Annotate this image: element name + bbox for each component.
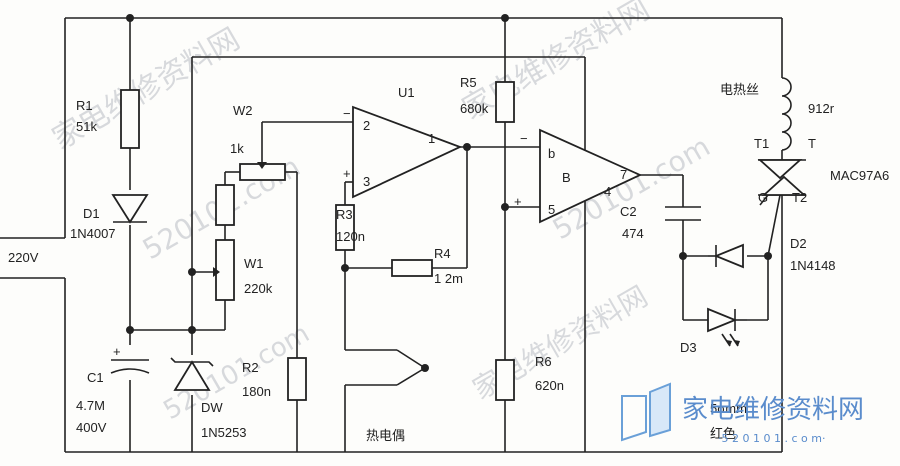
- svg-text:2: 2: [363, 118, 370, 133]
- svg-text:R1: R1: [76, 98, 93, 113]
- svg-text:T1: T1: [754, 136, 769, 151]
- svg-text:474: 474: [622, 226, 644, 241]
- svg-text:7: 7: [620, 167, 627, 182]
- svg-text:4: 4: [604, 184, 611, 199]
- svg-text:R3: R3: [336, 207, 353, 222]
- wires: [0, 17, 783, 453]
- svg-text:−: −: [520, 131, 528, 146]
- capacitor-c1: + C1 4.7M 400V: [76, 344, 150, 435]
- svg-text:T2: T2: [792, 190, 807, 205]
- svg-text:T: T: [808, 136, 816, 151]
- svg-text:680k: 680k: [460, 101, 489, 116]
- svg-text:C1: C1: [87, 370, 104, 385]
- svg-text:4.7M: 4.7M: [76, 398, 105, 413]
- supply-label: 220V: [8, 250, 39, 265]
- resistor-r3: R3 120n: [335, 204, 365, 251]
- resistor-r5: R5 680k: [460, 75, 515, 123]
- resistor-r4: R4 1 2m: [391, 246, 463, 286]
- svg-text:W1: W1: [244, 256, 264, 271]
- svg-text:620n: 620n: [535, 378, 564, 393]
- potentiometer-w1: W1 220k: [213, 239, 273, 301]
- svg-text:b: b: [548, 146, 555, 161]
- svg-text:220k: 220k: [244, 281, 273, 296]
- svg-text:R6: R6: [535, 354, 552, 369]
- svg-text:家电维修资料网: 家电维修资料网: [47, 22, 246, 157]
- svg-text:+: +: [514, 194, 522, 209]
- resistor-r1: R1 51k: [76, 89, 140, 149]
- svg-text:家电维修资料网: 家电维修资料网: [682, 395, 864, 425]
- svg-text:红色: 红色: [710, 426, 736, 441]
- svg-text:C2: C2: [620, 204, 637, 219]
- svg-text:+: +: [113, 344, 121, 359]
- svg-text:B: B: [562, 170, 571, 185]
- svg-text:3: 3: [363, 174, 370, 189]
- svg-text:1N4148: 1N4148: [790, 258, 836, 273]
- svg-text:·5 2 0 1 0 1 . c o m·: ·5 2 0 1 0 1 . c o m·: [718, 432, 825, 445]
- potentiometer-w2: W2 1k: [230, 103, 286, 181]
- svg-text:180n: 180n: [242, 384, 271, 399]
- svg-text:+: +: [343, 166, 351, 181]
- zener-dw: DW 1N5253: [170, 357, 247, 440]
- svg-text:220V: 220V: [8, 250, 39, 265]
- svg-text:D1: D1: [83, 206, 100, 221]
- watermark-background: 家电维修资料网 家电维修资料网 520101.com 520101.com 家电…: [47, 0, 716, 426]
- svg-text:5σmm: 5σmm: [710, 401, 747, 416]
- svg-text:R4: R4: [434, 246, 451, 261]
- resistor-r6: R6 620n: [495, 354, 564, 401]
- svg-text:120n: 120n: [336, 229, 365, 244]
- svg-text:R2: R2: [242, 360, 259, 375]
- led-d3: D3 5σmm 红色: [680, 307, 747, 441]
- thermocouple-label: 热电偶: [366, 428, 405, 443]
- svg-text:5: 5: [548, 202, 555, 217]
- svg-text:U1: U1: [398, 85, 415, 100]
- brand-watermark: 家电维修资料网 ·5 2 0 1 0 1 . c o m·: [621, 382, 864, 445]
- svg-text:−: −: [343, 106, 351, 121]
- svg-text:电热丝: 电热丝: [720, 82, 759, 97]
- resistor-r2: R2 180n: [242, 357, 307, 401]
- svg-text:1N5253: 1N5253: [201, 425, 247, 440]
- svg-text:1N4007: 1N4007: [70, 226, 116, 241]
- svg-text:热电偶: 热电偶: [366, 428, 405, 443]
- comparator-u2: − b B + 5 4 7: [514, 128, 643, 224]
- svg-text:DW: DW: [201, 400, 223, 415]
- svg-text:D3: D3: [680, 340, 697, 355]
- svg-text:400V: 400V: [76, 420, 107, 435]
- diode-d1: D1 1N4007: [70, 194, 149, 241]
- svg-text:W2: W2: [233, 103, 253, 118]
- triac-mac97a6: T1 T G T2 MAC97A6: [754, 136, 889, 206]
- heater-coil: 电热丝 912r: [720, 77, 835, 151]
- svg-text:1: 1: [428, 131, 435, 146]
- svg-text:1k: 1k: [230, 141, 244, 156]
- svg-text:R5: R5: [460, 75, 477, 90]
- svg-text:912r: 912r: [808, 101, 835, 116]
- svg-text:MAC97A6: MAC97A6: [830, 168, 889, 183]
- svg-text:51k: 51k: [76, 119, 97, 134]
- diode-d2: D2 1N4148: [708, 236, 836, 273]
- capacitor-c2: C2 474: [620, 204, 701, 241]
- resistor-vertical-left: [215, 184, 235, 226]
- opamp-u1: U1 − 2 + 3 1: [343, 85, 463, 199]
- svg-text:G: G: [758, 190, 768, 205]
- svg-text:D2: D2: [790, 236, 807, 251]
- junction-dots: [126, 14, 772, 372]
- svg-text:1 2m: 1 2m: [434, 271, 463, 286]
